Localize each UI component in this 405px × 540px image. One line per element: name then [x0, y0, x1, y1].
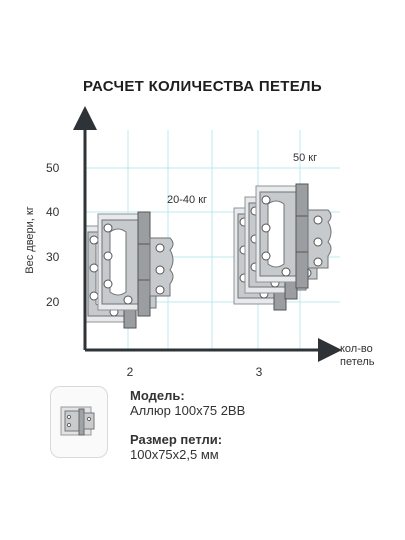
- hinge-3-pieces: [233, 183, 332, 311]
- y-tick-label: 50: [46, 161, 60, 175]
- y-tick-label: 30: [46, 250, 60, 264]
- product-thumbnail: [50, 386, 108, 458]
- annotation-20-40: 20-40 кг: [167, 194, 207, 206]
- y-tick-label: 20: [46, 295, 60, 309]
- product-info: Модель: Аллюр 100х75 2BB Размер петли: 1…: [130, 388, 245, 476]
- hinge-2-pieces: [83, 211, 174, 329]
- size-value: 100х75х2,5 мм: [130, 447, 219, 462]
- size-label: Размер петли:: [130, 432, 223, 447]
- x-tick-label: 3: [256, 365, 263, 379]
- annotation-50: 50 кг: [293, 152, 317, 164]
- x-axis-label: кол-во петель: [340, 343, 376, 368]
- hinge-thumbnail-icon: [60, 406, 95, 436]
- y-tick-label: 40: [46, 205, 60, 219]
- page-title: РАСЧЕТ КОЛИЧЕСТВА ПЕТЕЛЬ: [83, 78, 322, 95]
- model-label: Модель:: [130, 388, 185, 403]
- x-tick-label: 2: [127, 365, 134, 379]
- model-value: Аллюр 100х75 2BB: [130, 403, 246, 418]
- y-axis-label: Вес двери, кг: [24, 206, 36, 273]
